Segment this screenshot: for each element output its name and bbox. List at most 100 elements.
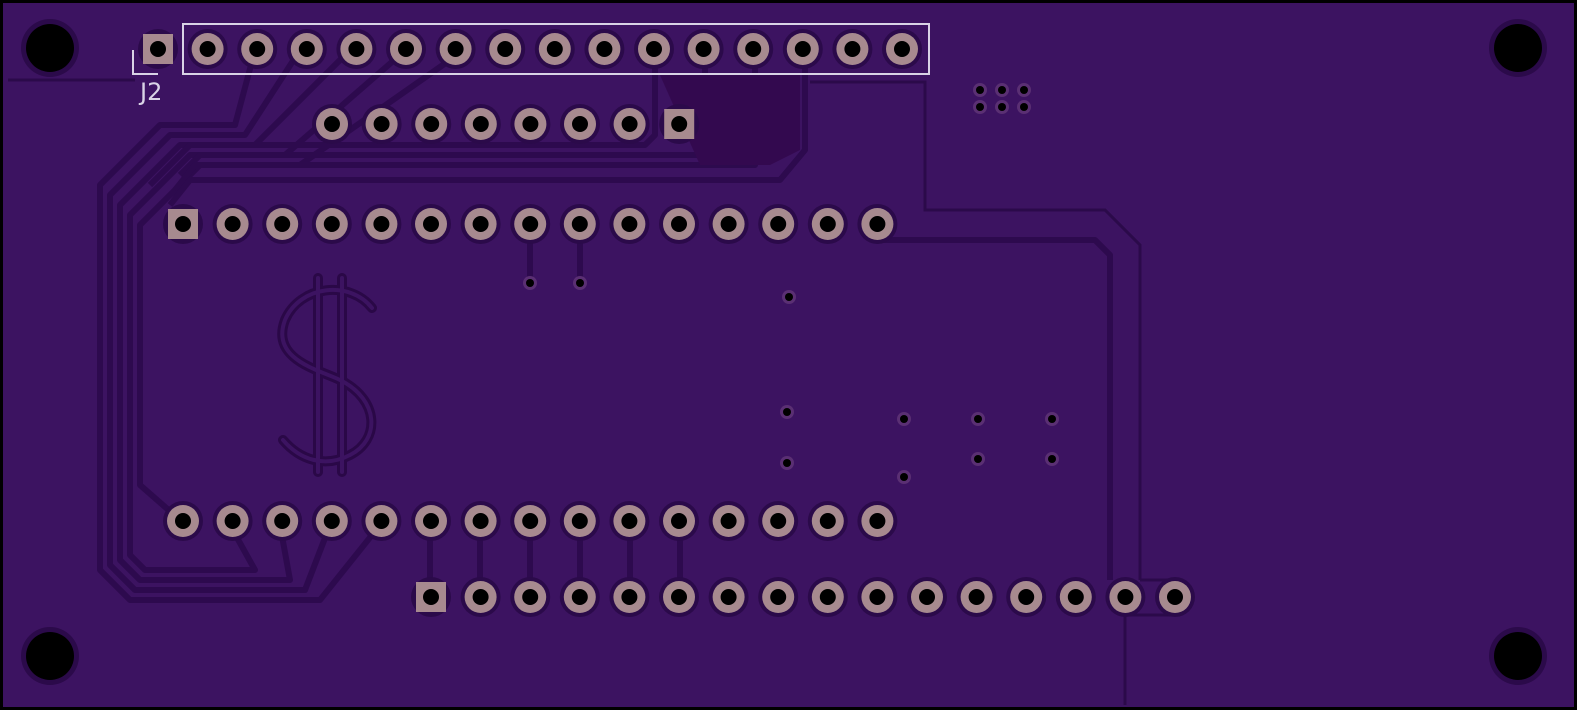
pad-drill <box>423 216 439 232</box>
pad-drill <box>398 41 414 57</box>
pad-drill <box>1117 589 1134 605</box>
via <box>974 415 982 423</box>
pad-drill <box>298 41 315 57</box>
vias <box>523 83 1059 484</box>
pad-drill <box>621 513 638 529</box>
pad-drill <box>794 41 811 57</box>
copper-zone <box>660 75 800 165</box>
via <box>785 293 793 301</box>
pad-drill <box>447 41 464 57</box>
mounting-holes <box>21 19 1547 685</box>
pad-drill <box>423 589 439 605</box>
pad-drill <box>720 513 737 529</box>
pad-drill <box>472 216 489 232</box>
pad-drill <box>175 513 191 529</box>
pad-drill <box>323 513 340 529</box>
pad-drill <box>770 216 787 232</box>
pad-drill <box>720 589 737 605</box>
pad-drill <box>894 41 910 57</box>
pad-drill <box>671 116 688 132</box>
via <box>974 455 982 463</box>
via <box>1048 415 1056 423</box>
pad-drill <box>671 216 687 232</box>
mounting-hole <box>26 24 74 72</box>
pad-drill <box>844 41 861 57</box>
pad-drill <box>621 216 638 232</box>
via <box>1020 103 1028 111</box>
pad-drill <box>373 513 390 529</box>
pad-drill <box>497 41 514 57</box>
pad-drill <box>323 216 340 232</box>
pad-drill <box>274 513 291 529</box>
pad-drill <box>621 116 638 132</box>
pad-drill <box>472 116 489 132</box>
pad-drill <box>770 589 787 605</box>
j2-silkscreen <box>132 23 930 75</box>
pad-drill <box>423 116 440 132</box>
mounting-hole <box>1494 632 1542 680</box>
pad-drill <box>199 41 216 57</box>
pad-drill <box>546 41 563 57</box>
via <box>900 473 908 481</box>
pad-drill <box>175 216 191 232</box>
pad-drill <box>472 589 489 605</box>
pad-drill <box>671 589 687 605</box>
pad-drill <box>522 513 539 529</box>
pad-drill <box>745 41 762 57</box>
pad-drill <box>621 589 638 605</box>
pad-drill <box>819 216 836 232</box>
pad-drill <box>249 41 266 57</box>
mounting-hole <box>1494 24 1542 72</box>
pad-drill <box>596 41 613 57</box>
pad-drill <box>150 41 166 57</box>
pad-drill <box>1167 589 1183 605</box>
pad-drill <box>1067 589 1084 605</box>
via <box>998 86 1006 94</box>
pad-drill <box>646 41 662 57</box>
pad-drill <box>819 589 836 605</box>
pad-drill <box>348 41 365 57</box>
pad-drill <box>373 116 390 132</box>
pad-drill <box>423 513 439 529</box>
pad-drill <box>919 589 935 605</box>
pad-drill <box>869 216 886 232</box>
pad-drill <box>522 116 539 132</box>
pad-drill <box>968 589 985 605</box>
via <box>783 459 791 467</box>
pad-drill <box>720 216 737 232</box>
pad-drill <box>770 513 787 529</box>
pad-drill <box>522 589 539 605</box>
pad-drill <box>522 216 539 232</box>
pad-drill <box>224 513 241 529</box>
via <box>976 86 984 94</box>
via <box>998 103 1006 111</box>
dollar-sign-icon-inner <box>280 276 374 474</box>
pad-drill <box>1018 589 1035 605</box>
pad-drill <box>224 216 241 232</box>
via <box>976 103 984 111</box>
j2-label: J2 <box>138 78 162 106</box>
pad-drill <box>572 116 588 132</box>
pad-drill <box>324 116 340 132</box>
pad-drill <box>671 513 687 529</box>
through-hole-pads <box>138 29 1195 617</box>
pad-drill <box>819 513 836 529</box>
via <box>900 415 908 423</box>
pad-drill <box>571 513 588 529</box>
via <box>1020 86 1028 94</box>
pad-drill <box>373 216 390 232</box>
via <box>526 279 534 287</box>
via <box>1048 455 1056 463</box>
pad-drill <box>571 216 588 232</box>
via <box>783 408 791 416</box>
pad-drill <box>869 589 886 605</box>
pad-drill <box>869 513 886 529</box>
pad-drill <box>274 216 291 232</box>
pad-drill <box>472 513 489 529</box>
mounting-hole <box>26 632 74 680</box>
via <box>576 279 584 287</box>
pad-drill <box>695 41 712 57</box>
pad-drill <box>571 589 588 605</box>
